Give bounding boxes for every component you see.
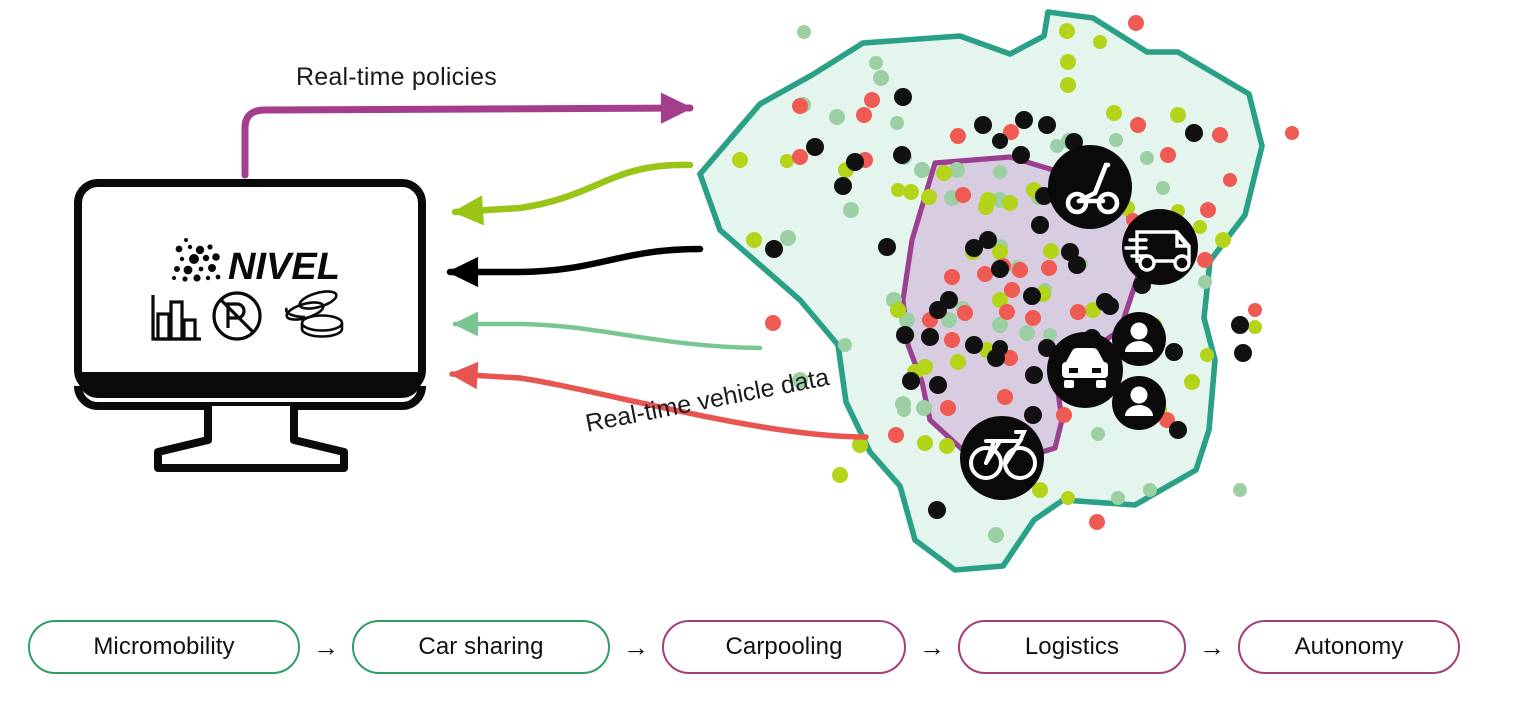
roadmap-step-1[interactable]: Micromobility [28,620,300,674]
monitor-logo-text: NIVEL [228,246,340,288]
pill-label: Carpooling [725,633,843,660]
coral-data-arrow [449,361,869,440]
pill-label: Autonomy [1294,633,1404,660]
pill-label: Car sharing [418,633,544,660]
vehicle-dot-cloud [732,15,1299,543]
pill-car-sharing[interactable]: Car sharing [352,620,610,674]
step-separator-3: → [919,632,945,662]
pill-logistics[interactable]: Logistics [958,620,1186,674]
policies-arrow [241,92,694,179]
car-marker-icon[interactable] [1047,332,1123,408]
roadmap-step-5[interactable]: Autonomy [1238,620,1460,674]
bar-chart-icon [151,295,201,341]
monitor-illustration: NIVEL [74,179,426,472]
map-illustration [697,9,1299,573]
no-parking-icon [212,291,262,341]
pill-label: Micromobility [93,633,235,660]
step-separator-4: → [1199,632,1225,662]
step-separator-2: → [623,632,649,662]
person-marker-icon-1[interactable] [1108,312,1166,366]
roadmap-steps: Micromobility → Car sharing → Carpooling… [0,608,1515,686]
coins-icon [284,290,344,338]
sage-data-arrow [452,311,763,351]
step-separator-1: → [313,632,339,662]
flow-arrows [241,92,869,440]
bicycle-marker-icon[interactable] [960,416,1044,500]
roadmap-step-4[interactable]: Logistics [958,620,1186,674]
van-marker-icon[interactable] [1122,209,1198,285]
roadmap-step-3[interactable]: Carpooling [662,620,906,674]
pill-carpooling[interactable]: Carpooling [662,620,906,674]
pill-micromobility[interactable]: Micromobility [28,620,300,674]
scooter-marker-icon[interactable] [1048,145,1132,229]
pill-label: Logistics [1024,633,1120,660]
real-time-policies-label: Real-time policies [296,63,497,91]
pill-autonomy[interactable]: Autonomy [1238,620,1460,674]
black-data-arrow [446,245,704,288]
dot-cluster-icon [172,238,221,282]
roadmap-step-2[interactable]: Car sharing [352,620,610,674]
lime-data-arrow [451,161,694,226]
